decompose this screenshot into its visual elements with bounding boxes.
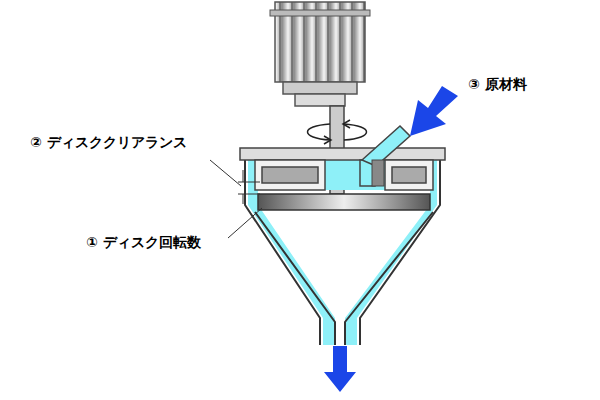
motor [270, 2, 370, 106]
callout-label: ③ 原材料 [468, 76, 527, 93]
top-plate [240, 148, 445, 160]
housing [245, 158, 440, 345]
stator [255, 160, 433, 190]
callout-label: ② ディスククリアランス [30, 134, 187, 151]
disc [258, 194, 430, 210]
inlet-arrow [410, 86, 458, 136]
callout-label: ① ディスク回転数 [86, 234, 201, 251]
inlet-pipe [360, 126, 410, 186]
rotation-arrow [308, 120, 367, 144]
leader-line [228, 208, 262, 238]
clearance-dimension [210, 160, 260, 204]
outlet-arrow [324, 346, 356, 392]
